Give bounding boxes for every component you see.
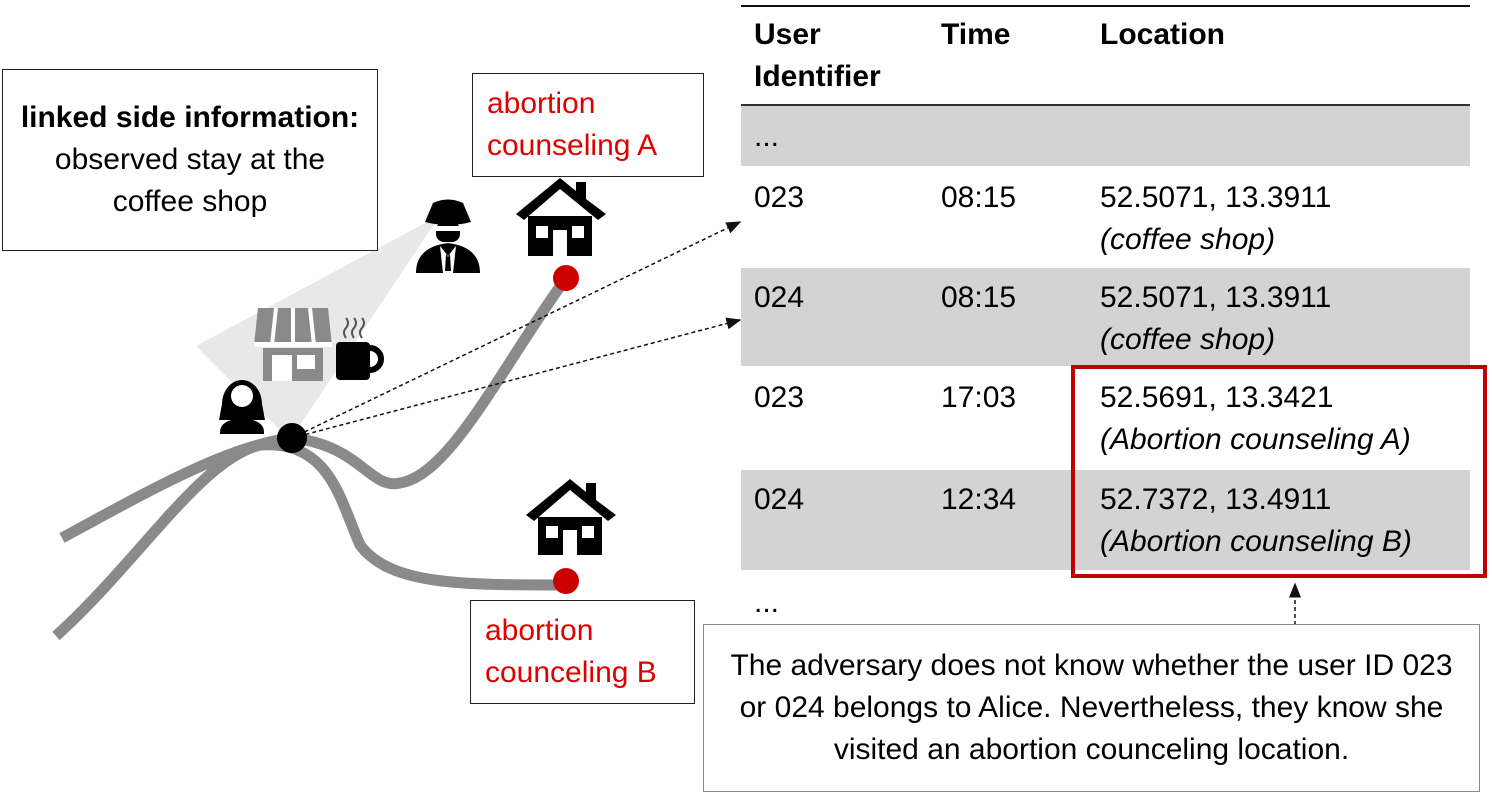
time-cell: 12:34 [941,483,1017,516]
place-cell: (coffee shop) [1100,323,1276,356]
place-cell: (coffee shop) [1100,223,1276,256]
link-arrow-row-024 [291,317,742,439]
time-cell: 08:15 [941,281,1017,314]
table-row-ellipsis-top: ... [741,106,1470,166]
table-row: 024 12:34 52.7372, 13.4911 (Abortion cou… [741,470,1470,570]
location-a-marker [553,265,579,291]
location-b-label: abortion counceling B [485,614,657,689]
header-user-identifier: User Identifier [754,18,881,93]
shop-icon [254,307,332,381]
location-a-label: abortion counseling A [487,87,658,162]
trajectory-path-1 [59,274,571,543]
coords-cell: 52.5691, 13.3421 [1100,381,1334,414]
table-top-rule [741,5,1470,7]
table-header-row: User Identifier Time Location [741,14,1470,104]
header-time: Time [941,18,1011,51]
user-id-cell: 023 [754,181,805,214]
house-icon [516,178,606,256]
time-cell: 17:03 [941,381,1017,414]
coords-cell: 52.5071, 13.3911 [1100,181,1332,214]
table-row: 024 08:15 52.5071, 13.3911 (coffee shop) [741,268,1470,366]
location-a-label-box: abortion counseling A [472,73,704,177]
trajectory-path-2 [52,439,567,641]
place-cell: (Abortion counseling B) [1100,525,1412,558]
adversary-note-text: The adversary does not know whether the … [730,649,1453,766]
coffee-cup-icon [336,317,384,380]
header-location: Location [1100,18,1225,51]
time-cell: 08:15 [941,181,1017,214]
location-b-marker [553,568,579,594]
table-header-rule [741,104,1470,106]
user-id-cell: 023 [754,381,805,414]
side-info-heading: linked side information: [20,101,360,134]
table-row: 023 08:15 52.5071, 13.3911 (coffee shop) [741,168,1470,266]
table-row: 023 17:03 52.5691, 13.3421 (Abortion cou… [741,368,1470,466]
coords-cell: 52.5071, 13.3911 [1100,281,1332,314]
adversary-note-box: The adversary does not know whether the … [703,624,1480,792]
woman-icon [219,380,265,434]
user-id-cell: 024 [754,281,805,314]
side-info-text: observed stay at the coffee shop [54,143,326,218]
place-cell: (Abortion counseling A) [1100,423,1411,456]
alice-position-marker [277,423,307,453]
counseling-visits-highlight [1071,365,1487,578]
link-arrow-row-023 [291,221,742,439]
spy-icon [416,199,480,273]
side-information-box: linked side information: observed stay a… [2,69,378,251]
location-b-label-box: abortion counceling B [470,600,695,704]
coords-cell: 52.7372, 13.4911 [1100,483,1332,516]
ellipsis-top: ... [754,120,780,153]
house-icon [526,479,616,555]
table-row-ellipsis-bottom: ... [741,582,1470,624]
ellipsis-bottom: ... [754,586,780,619]
user-id-cell: 024 [754,483,805,516]
